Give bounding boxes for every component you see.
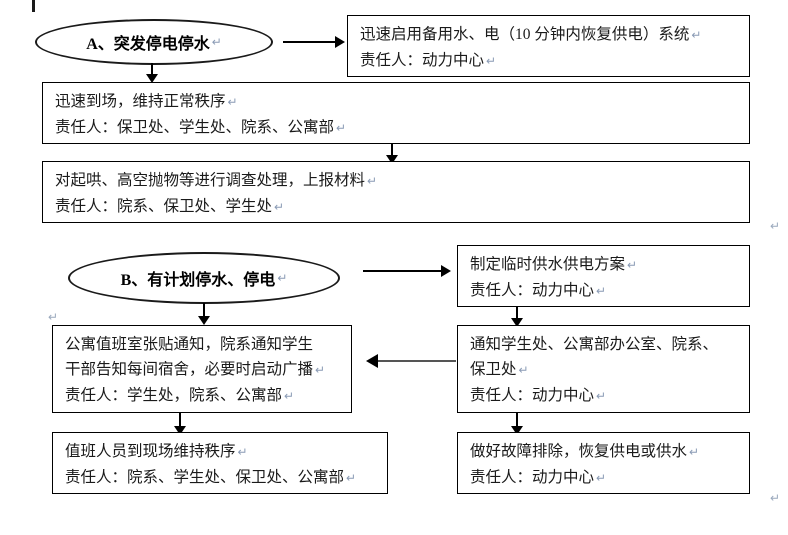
step-line: 责任人：动力中心↵: [470, 469, 607, 486]
step-b-repair-restore[interactable]: 做好故障排除，恢复供电或供水↵ 责任人：动力中心↵: [457, 432, 750, 494]
step-line: 做好故障排除，恢复供电或供水↵: [470, 443, 700, 460]
pilcrow-mark: ↵: [627, 258, 638, 272]
step-line: 制定临时供水供电方案↵: [470, 256, 638, 273]
pilcrow-mark: ↵: [770, 219, 781, 233]
step-line: 迅速启用备用水、电（10 分钟内恢复供电）系统↵: [360, 26, 702, 43]
step-a-arrive-order[interactable]: 迅速到场，维持正常秩序↵ 责任人：保卫处、学生处、院系、公寓部↵: [42, 82, 750, 144]
step-line: 责任人：动力中心↵: [470, 387, 607, 404]
pilcrow-mark: ↵: [227, 95, 238, 109]
pilcrow-mark: ↵: [315, 363, 326, 377]
step-line: 对起哄、高空抛物等进行调查处理，上报材料↵: [55, 172, 378, 189]
step-a-immediate-backup[interactable]: 迅速启用备用水、电（10 分钟内恢复供电）系统↵ 责任人：动力中心↵: [347, 15, 750, 77]
step-line: 责任人：学生处，院系、公寓部↵: [65, 387, 295, 404]
step-line: 通知学生处、公寓部办公室、院系、: [470, 336, 719, 353]
pilcrow-mark: ↵: [770, 491, 781, 505]
node-b-start[interactable]: B、有计划停水、停电↵: [68, 252, 340, 304]
pilcrow-mark: ↵: [596, 389, 607, 403]
pilcrow-mark: ↵: [691, 28, 702, 42]
pilcrow-mark: ↵: [237, 445, 248, 459]
pilcrow-mark: ↵: [336, 121, 347, 135]
step-b-notify-depts[interactable]: 通知学生处、公寓部办公室、院系、 保卫处↵ 责任人：动力中心↵: [457, 325, 750, 413]
pilcrow-mark: ↵: [596, 284, 607, 298]
step-line: 干部告知每间宿舍，必要时启动广播↵: [65, 361, 326, 378]
step-line: 保卫处↵: [470, 361, 529, 378]
pilcrow-mark: ↵: [486, 54, 497, 68]
step-a-investigate-report[interactable]: 对起哄、高空抛物等进行调查处理，上报材料↵ 责任人：院系、保卫处、学生处↵: [42, 161, 750, 223]
step-b-onsite-order[interactable]: 值班人员到现场维持秩序↵ 责任人：院系、学生处、保卫处、公寓部↵: [52, 432, 388, 494]
pilcrow-mark: ↵: [274, 200, 285, 214]
step-line: 迅速到场，维持正常秩序↵: [55, 93, 238, 110]
pilcrow-mark: ↵: [277, 271, 288, 285]
step-line: 值班人员到现场维持秩序↵: [65, 443, 248, 460]
node-b-start-label: B、有计划停水、停电: [120, 272, 276, 289]
step-line: 责任人：院系、学生处、保卫处、公寓部↵: [65, 469, 357, 486]
pilcrow-mark: ↵: [367, 174, 378, 188]
pilcrow-mark: ↵: [596, 471, 607, 485]
step-line: 责任人：动力中心↵: [470, 282, 607, 299]
pilcrow-mark: ↵: [346, 471, 357, 485]
text-caret-mark: [32, 0, 35, 12]
node-a-start[interactable]: A、突发停电停水↵: [35, 19, 273, 65]
step-b-post-notice[interactable]: 公寓值班室张贴通知，院系通知学生 干部告知每间宿舍，必要时启动广播↵ 责任人：学…: [52, 325, 352, 413]
pilcrow-mark: ↵: [689, 445, 700, 459]
step-line: 责任人：动力中心↵: [360, 52, 497, 69]
step-line: 责任人：院系、保卫处、学生处↵: [55, 198, 285, 215]
step-line: 公寓值班室张贴通知，院系通知学生: [65, 336, 314, 353]
pilcrow-mark: ↵: [284, 389, 295, 403]
step-line: 责任人：保卫处、学生处、院系、公寓部↵: [55, 119, 347, 136]
pilcrow-mark: ↵: [518, 363, 529, 377]
pilcrow-mark: ↵: [48, 310, 59, 324]
node-a-start-label: A、突发停电停水: [86, 36, 210, 53]
step-b-plan[interactable]: 制定临时供水供电方案↵ 责任人：动力中心↵: [457, 245, 750, 307]
pilcrow-mark: ↵: [211, 35, 222, 49]
